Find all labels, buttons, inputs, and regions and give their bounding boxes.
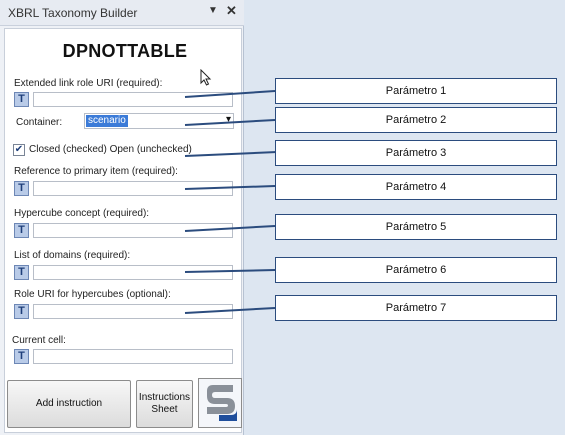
page-title: DPNOTTABLE [62, 41, 188, 61]
closed-checkbox[interactable]: ✔ [13, 144, 25, 156]
t-icon[interactable]: T [14, 265, 29, 280]
dropdown-arrow-icon[interactable]: ▼ [208, 5, 218, 16]
callout-parametro-3: Parámetro 3 [275, 140, 557, 166]
domains-label: List of domains (required): [14, 250, 131, 261]
callout-parametro-5: Parámetro 5 [275, 214, 557, 240]
close-icon[interactable]: ✕ [226, 3, 237, 18]
extended-link-role-label: Extended link role URI (required): [14, 78, 163, 89]
closed-label: Closed (checked) Open (unchecked) [29, 144, 192, 155]
role-uri-input[interactable] [33, 304, 233, 319]
callout-parametro-1: Parámetro 1 [275, 78, 557, 104]
panel-titlebar: XBRL Taxonomy Builder ▼ ✕ [0, 0, 244, 26]
connector-5 [184, 225, 276, 232]
connector-7 [184, 307, 276, 314]
add-instruction-label: Add instruction [35, 398, 103, 409]
t-icon[interactable]: T [14, 304, 29, 319]
t-icon[interactable]: T [14, 92, 29, 107]
chevron-down-icon[interactable]: ▾ [225, 114, 231, 125]
panel-title: XBRL Taxonomy Builder [8, 6, 138, 20]
current-cell-label: Current cell: [12, 335, 66, 346]
callout-parametro-7: Parámetro 7 [275, 295, 557, 321]
connector-4 [184, 185, 276, 190]
primary-item-label: Reference to primary item (required): [14, 166, 178, 177]
connector-1 [184, 90, 276, 98]
callout-parametro-6: Parámetro 6 [275, 257, 557, 283]
container-value: scenario [86, 115, 128, 127]
t-icon[interactable]: T [14, 181, 29, 196]
primary-item-input[interactable] [33, 181, 233, 196]
logo-icon[interactable] [198, 378, 242, 428]
t-icon[interactable]: T [14, 349, 29, 364]
instructions-sheet-label-line1: Instructions [138, 392, 191, 403]
callout-parametro-2: Parámetro 2 [275, 107, 557, 133]
hypercube-input[interactable] [33, 223, 233, 238]
instructions-sheet-button[interactable]: Instructions Sheet [136, 380, 193, 428]
container-label: Container: [16, 117, 63, 128]
instructions-sheet-label-line2: Sheet [151, 404, 178, 415]
callout-parametro-4: Parámetro 4 [275, 174, 557, 200]
checkbox-check-icon: ✔ [14, 144, 24, 155]
mouse-cursor-icon [200, 69, 212, 86]
add-instruction-button[interactable]: Add instruction [7, 380, 131, 428]
role-uri-label: Role URI for hypercubes (optional): [14, 289, 171, 300]
connector-3 [184, 151, 278, 157]
domains-input[interactable] [33, 265, 233, 280]
extended-link-role-input[interactable] [33, 92, 233, 107]
current-cell-input[interactable] [33, 349, 233, 364]
t-icon[interactable]: T [14, 223, 29, 238]
hypercube-label: Hypercube concept (required): [14, 208, 150, 219]
connector-6 [184, 269, 276, 273]
connector-2 [184, 119, 276, 126]
